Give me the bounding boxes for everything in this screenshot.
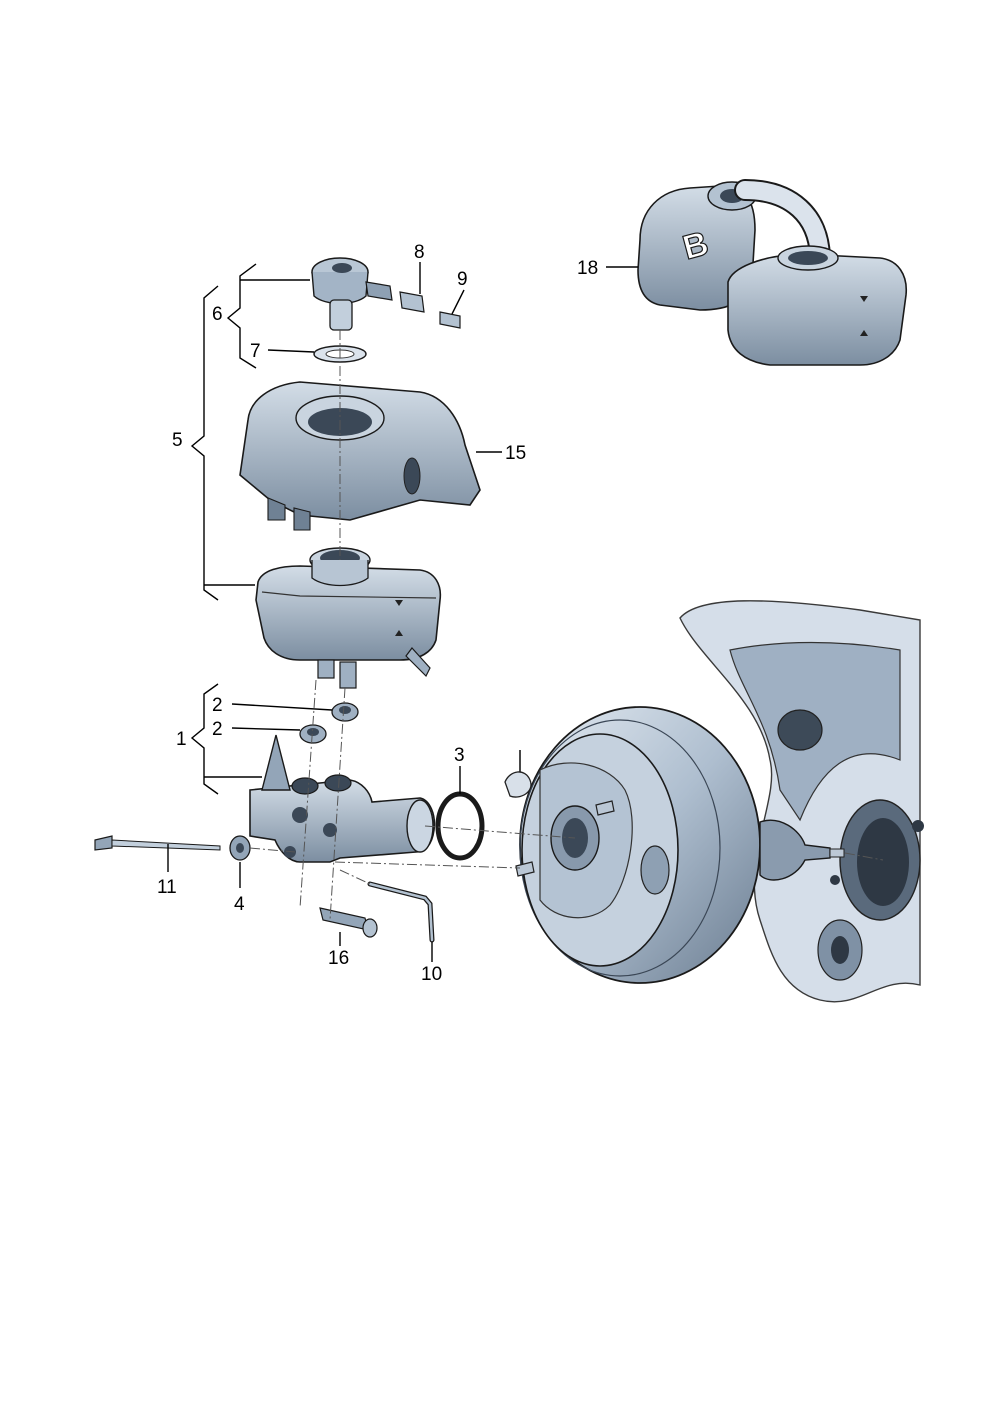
fasteners bbox=[94, 835, 435, 943]
callout-3: 3 bbox=[454, 745, 465, 766]
callout-16: 16 bbox=[328, 948, 349, 969]
brake-fluid-reservoir bbox=[255, 547, 442, 689]
o-ring bbox=[435, 791, 485, 861]
callout-8: 8 bbox=[414, 242, 425, 263]
reservoir-grommets bbox=[299, 702, 359, 744]
leader-lines bbox=[167, 262, 638, 962]
brake-fluid-canister-inset: B bbox=[637, 179, 907, 366]
reservoir-cover bbox=[239, 381, 481, 531]
callout-6: 6 bbox=[212, 304, 223, 325]
callout-4: 4 bbox=[234, 894, 245, 915]
callout-15: 15 bbox=[505, 443, 526, 464]
callout-9: 9 bbox=[457, 269, 468, 290]
assembly-centerlines bbox=[249, 330, 884, 921]
callout-11: 11 bbox=[157, 877, 177, 898]
callout-7: 7 bbox=[250, 341, 261, 362]
callout-labels: 1 2 2 3 4 5 6 7 8 9 10 11 15 16 18 bbox=[157, 242, 598, 985]
callout-2-lower: 2 bbox=[212, 719, 223, 740]
callout-5: 5 bbox=[172, 430, 183, 451]
vehicle-bulkhead bbox=[679, 600, 924, 1003]
reservoir-cap-with-sensor bbox=[311, 257, 461, 363]
callout-1: 1 bbox=[176, 729, 187, 750]
callout-10: 10 bbox=[421, 964, 442, 985]
brake-booster bbox=[504, 706, 845, 984]
callout-2-upper: 2 bbox=[212, 695, 223, 716]
brake-master-cylinder bbox=[249, 734, 436, 863]
callout-18: 18 bbox=[577, 258, 598, 279]
